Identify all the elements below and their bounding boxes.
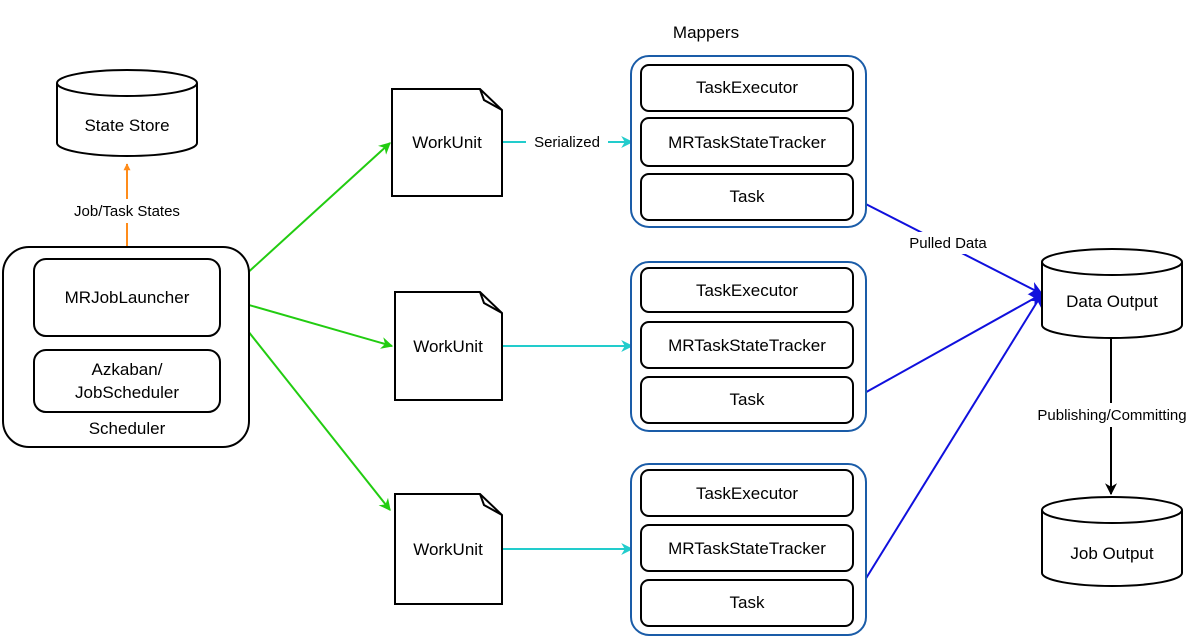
task-box bbox=[640, 376, 854, 424]
azkaban-box bbox=[33, 349, 221, 413]
data-output-label: Data Output bbox=[1066, 292, 1158, 311]
mapper-group: TaskExecutor MRTaskStateTracker Task bbox=[630, 463, 867, 636]
mapper-group: TaskExecutor MRTaskStateTracker Task bbox=[630, 55, 867, 228]
edge-task-output-3 bbox=[851, 292, 1043, 602]
scheduler-node: MRJobLauncher Azkaban/ JobScheduler Sche… bbox=[2, 246, 250, 448]
job-output-node: Job Output bbox=[1041, 496, 1183, 587]
edge-label-bg bbox=[1028, 403, 1198, 427]
workunit-node: WorkUnit bbox=[391, 88, 503, 197]
task-state-tracker-label: MRTaskStateTracker bbox=[668, 539, 826, 558]
scheduler-label: Scheduler bbox=[89, 419, 166, 438]
state-store-label: State Store bbox=[84, 116, 169, 135]
edge-label-bg bbox=[900, 232, 996, 254]
mrjoblauncher-label: MRJobLauncher bbox=[65, 288, 190, 307]
edge-label-serialized: Serialized bbox=[534, 134, 600, 151]
task-state-tracker-box bbox=[640, 321, 854, 369]
azkaban-label-line1: Azkaban/ bbox=[92, 360, 163, 379]
task-executor-box bbox=[640, 469, 854, 517]
task-label: Task bbox=[730, 187, 765, 206]
workunit-label: WorkUnit bbox=[412, 133, 482, 152]
task-state-tracker-box bbox=[640, 117, 854, 167]
task-box bbox=[640, 173, 854, 221]
mapper-group: TaskExecutor MRTaskStateTracker Task bbox=[630, 261, 867, 432]
data-output-node: Data Output bbox=[1041, 248, 1183, 339]
job-output-label: Job Output bbox=[1070, 544, 1153, 563]
workunit-label: WorkUnit bbox=[413, 540, 483, 559]
edge-label-publishing: Publishing/Committing bbox=[1037, 407, 1186, 424]
task-box bbox=[640, 579, 854, 627]
edge-label-pulled-data: Pulled Data bbox=[909, 235, 987, 252]
workunit-label: WorkUnit bbox=[413, 337, 483, 356]
workunit-node: WorkUnit bbox=[394, 493, 503, 605]
task-label: Task bbox=[730, 593, 765, 612]
task-executor-box bbox=[640, 267, 854, 313]
edge-label-bg bbox=[526, 131, 608, 153]
task-executor-label: TaskExecutor bbox=[696, 484, 798, 503]
workunit-node: WorkUnit bbox=[394, 291, 503, 401]
mappers-title: Mappers bbox=[673, 23, 739, 42]
task-executor-label: TaskExecutor bbox=[696, 281, 798, 300]
task-label: Task bbox=[730, 390, 765, 409]
task-executor-label: TaskExecutor bbox=[696, 78, 798, 97]
azkaban-label-line2: JobScheduler bbox=[75, 383, 179, 402]
edge-label-bg bbox=[60, 199, 194, 223]
task-state-tracker-box bbox=[640, 524, 854, 572]
task-state-tracker-label: MRTaskStateTracker bbox=[668, 133, 826, 152]
task-state-tracker-label: MRTaskStateTracker bbox=[668, 336, 826, 355]
edge-task-output-2 bbox=[851, 293, 1044, 401]
edge-label-job-task-states: Job/Task States bbox=[74, 203, 180, 220]
state-store-node: State Store bbox=[56, 69, 198, 157]
task-executor-box bbox=[640, 64, 854, 112]
mrjoblauncher-box bbox=[33, 258, 221, 337]
